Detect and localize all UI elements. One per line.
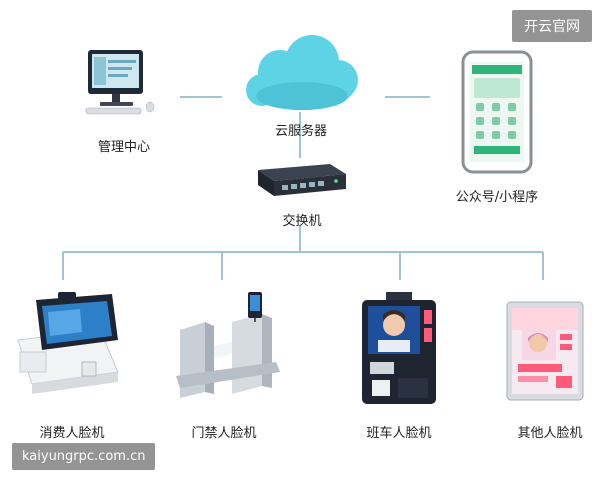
computer-icon <box>85 50 155 115</box>
access-gate-icon <box>176 292 280 398</box>
switch-icon <box>258 164 346 196</box>
connection-lines <box>62 96 544 280</box>
consumption-terminal-label: 消费人脸机 <box>39 426 105 441</box>
access-terminal-label: 门禁人脸机 <box>191 426 257 441</box>
management-center-label: 管理中心 <box>97 140 151 155</box>
consumption-terminal-icon <box>17 292 119 394</box>
cloud-server-label: 云服务器 <box>274 124 328 139</box>
other-terminal-label: 其他人脸机 <box>517 426 583 441</box>
other-terminal-icon <box>506 301 584 401</box>
smartphone-icon <box>461 50 533 174</box>
shuttle-terminal-label: 班车人脸机 <box>366 426 432 441</box>
watermark-top: 开云官网 <box>512 10 592 42</box>
shuttle-terminal-icon <box>362 292 436 404</box>
watermark-bottom: kaiyungrpc.com.cn <box>12 443 156 470</box>
switch-label: 交换机 <box>282 214 322 229</box>
cloud-icon <box>246 35 358 110</box>
mobile-label: 公众号/小程序 <box>455 190 539 205</box>
